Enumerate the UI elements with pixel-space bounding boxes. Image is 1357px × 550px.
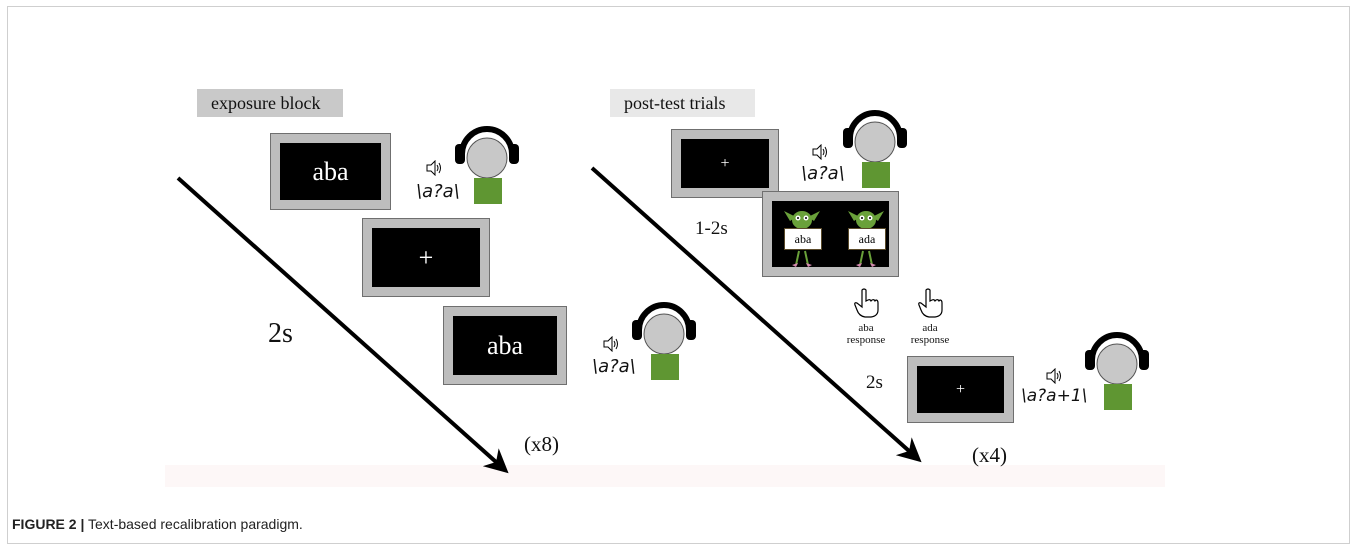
- speaker-icon: [1046, 368, 1061, 384]
- ground-shadow: [165, 465, 1165, 487]
- listener-person-icon: [1085, 332, 1149, 410]
- pointing-hand-icon: [918, 288, 943, 318]
- fixation-cross: +: [917, 366, 1004, 413]
- choice-sign-left: aba: [784, 228, 822, 250]
- response-left-word: aba: [858, 322, 874, 334]
- exposure-ipa-1: \a?a\: [416, 181, 460, 202]
- exposure-screen-2: +: [362, 218, 490, 297]
- pointing-hand-icon: [854, 288, 879, 318]
- posttest-repeat-count: (x4): [972, 443, 1007, 467]
- listener-person-icon: [632, 302, 696, 380]
- posttest-label: post-test trials: [624, 93, 726, 113]
- exposure-ipa-2: \a?a\: [592, 356, 636, 377]
- posttest-ipa-2: \a?a+1\: [1021, 386, 1088, 406]
- fixation-cross: +: [681, 139, 769, 188]
- choice-screen-inner: aba ada: [772, 201, 889, 267]
- listener-person-icon: [843, 110, 907, 188]
- response-right-caption: response: [910, 334, 950, 346]
- speaker-icon: [812, 144, 827, 160]
- fixation-cross: +: [372, 228, 480, 287]
- posttest-screen-1: +: [671, 129, 779, 198]
- response-right-word: ada: [922, 322, 938, 334]
- posttest-duration: 2s: [866, 372, 883, 393]
- exposure-block-label: exposure block: [211, 93, 321, 113]
- response-left-caption: response: [846, 334, 886, 346]
- posttest-screen-3: +: [907, 356, 1014, 423]
- exposure-block-tag: exposure block: [197, 89, 343, 117]
- posttest-ipa-1: \a?a\: [801, 163, 845, 184]
- response-label-right: ada response: [902, 322, 958, 346]
- listener-person-icon: [455, 126, 519, 204]
- posttest-tag: post-test trials: [610, 89, 755, 117]
- exposure-screen-1-text: aba: [280, 143, 381, 200]
- exposure-screen-3-text: aba: [453, 316, 557, 375]
- speaker-icon: [603, 336, 618, 352]
- exposure-timeline-arrow: [176, 176, 509, 474]
- choice-sign-right: ada: [848, 228, 886, 250]
- figure-number: FIGURE 2 |: [12, 516, 85, 532]
- speaker-icon: [426, 160, 441, 176]
- figure-frame: [7, 6, 1350, 544]
- posttest-timeline-arrow: [590, 166, 922, 463]
- exposure-duration: 2s: [268, 318, 293, 349]
- choice-screen: aba ada: [762, 191, 899, 277]
- exposure-repeat-count: (x8): [524, 432, 559, 456]
- posttest-jitter: 1-2s: [695, 218, 728, 239]
- exposure-screen-3: aba: [443, 306, 567, 385]
- exposure-screen-1: aba: [270, 133, 391, 210]
- figure-caption-text: Text-based recalibration paradigm.: [84, 516, 303, 532]
- figure-caption: FIGURE 2 | Text-based recalibration para…: [12, 516, 303, 532]
- response-label-left: aba response: [838, 322, 894, 346]
